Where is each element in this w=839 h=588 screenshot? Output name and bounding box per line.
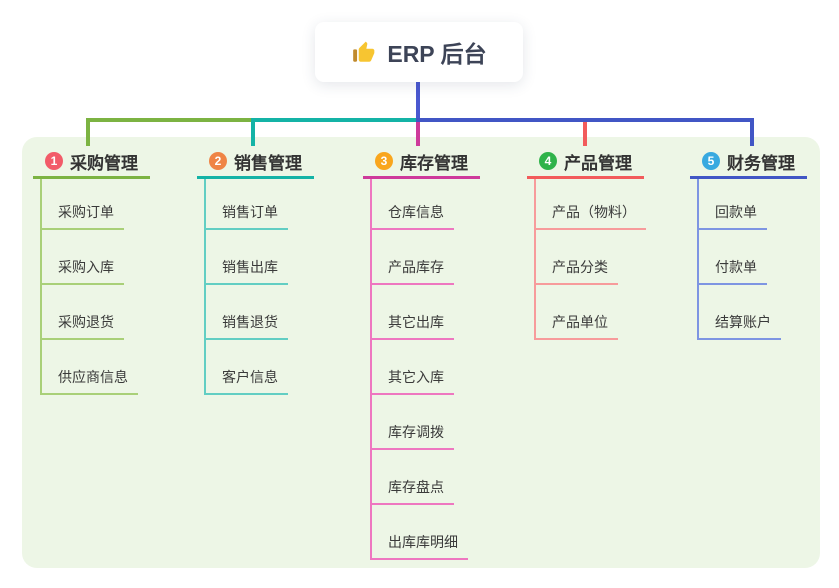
child-outbound-detail[interactable]: 出库库明细: [370, 532, 468, 560]
child-stock-transfer[interactable]: 库存调拨: [370, 422, 454, 450]
branches-panel: [22, 137, 820, 568]
child-other-outbound[interactable]: 其它出库: [370, 312, 454, 340]
child-payment-order[interactable]: 付款单: [697, 257, 767, 285]
branch-number-badge: 1: [45, 152, 63, 170]
branch-number-badge: 4: [539, 152, 557, 170]
branch-label: 库存管理: [400, 153, 468, 173]
child-purchase-inbound[interactable]: 采购入库: [40, 257, 124, 285]
connector-drop-sales: [251, 118, 255, 146]
connector-product-spine: [534, 179, 536, 340]
child-settlement-account[interactable]: 结算账户: [697, 312, 781, 340]
connector-sales-spine: [204, 179, 206, 395]
root-label: ERP 后台: [387, 41, 487, 67]
connector-purchase-spine: [40, 179, 42, 395]
child-purchase-order[interactable]: 采购订单: [40, 202, 124, 230]
connector-drop-purchase: [86, 118, 90, 146]
child-other-inbound[interactable]: 其它入库: [370, 367, 454, 395]
child-sales-outbound[interactable]: 销售出库: [204, 257, 288, 285]
child-stock-count[interactable]: 库存盘点: [370, 477, 454, 505]
thumbs-up-icon: [351, 39, 377, 65]
connector-root-vertical: [416, 82, 420, 122]
child-sales-order[interactable]: 销售订单: [204, 202, 288, 230]
connector-drop-product: [583, 122, 587, 146]
branch-header-product[interactable]: 4 产品管理: [527, 146, 644, 179]
branch-label: 采购管理: [70, 153, 138, 173]
child-receipt-order[interactable]: 回款单: [697, 202, 767, 230]
branch-header-finance[interactable]: 5 财务管理: [690, 146, 807, 179]
child-warehouse-info[interactable]: 仓库信息: [370, 202, 454, 230]
branch-number-badge: 2: [209, 152, 227, 170]
root-node[interactable]: ERP 后台: [315, 22, 523, 82]
branch-header-purchase[interactable]: 1 采购管理: [33, 146, 150, 179]
connector-drop-inventory: [416, 122, 420, 146]
branch-label: 产品管理: [564, 153, 632, 173]
connector-top-finance-run: [416, 118, 754, 122]
child-sales-return[interactable]: 销售退货: [204, 312, 288, 340]
branch-number-badge: 5: [702, 152, 720, 170]
child-product-category[interactable]: 产品分类: [534, 257, 618, 285]
branch-label: 销售管理: [234, 153, 302, 173]
child-product-material[interactable]: 产品（物料）: [534, 202, 646, 230]
connector-drop-finance: [750, 118, 754, 146]
connector-top-sales: [251, 118, 420, 122]
branch-label: 财务管理: [727, 153, 795, 173]
child-purchase-return[interactable]: 采购退货: [40, 312, 124, 340]
child-customer-info[interactable]: 客户信息: [204, 367, 288, 395]
connector-finance-spine: [697, 179, 699, 340]
child-supplier-info[interactable]: 供应商信息: [40, 367, 138, 395]
connector-inventory-spine: [370, 179, 372, 560]
branch-number-badge: 3: [375, 152, 393, 170]
connector-top-purchase: [86, 118, 255, 122]
branch-header-sales[interactable]: 2 销售管理: [197, 146, 314, 179]
child-product-stock[interactable]: 产品库存: [370, 257, 454, 285]
child-product-unit[interactable]: 产品单位: [534, 312, 618, 340]
branch-header-inventory[interactable]: 3 库存管理: [363, 146, 480, 179]
